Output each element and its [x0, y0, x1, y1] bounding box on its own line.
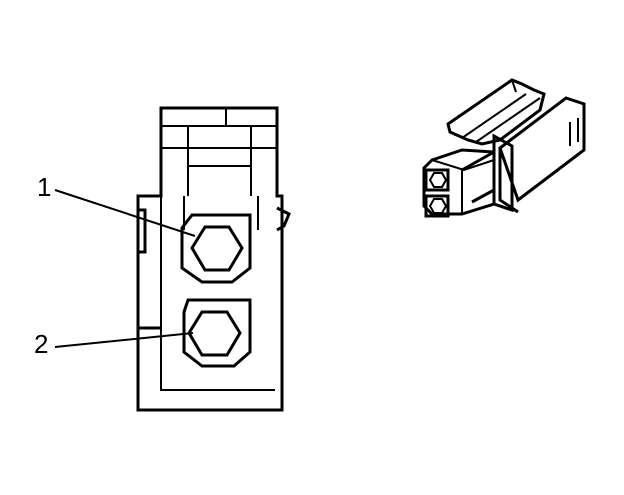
leader-line-2 — [54, 332, 194, 348]
pin-label-1: 1 — [37, 172, 52, 202]
leader-line-1 — [54, 189, 196, 237]
connector-face-view — [54, 106, 291, 412]
connector-isometric-view — [422, 78, 586, 218]
connector-body — [136, 106, 284, 412]
pin-label-2: 2 — [34, 329, 49, 359]
terminal-cavity-1 — [180, 213, 252, 284]
right-latch-tab — [276, 206, 291, 232]
lock-block — [161, 108, 277, 230]
left-latch-tab — [138, 208, 147, 254]
terminal-cavity-2 — [182, 298, 252, 368]
inner-cavity — [160, 196, 275, 391]
